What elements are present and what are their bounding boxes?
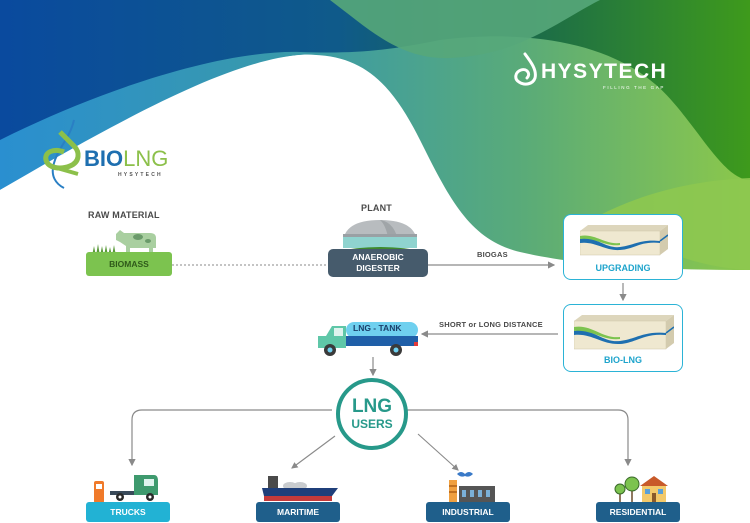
raw-material-heading: RAW MATERIAL [88,210,160,220]
user-category-industrial: INDUSTRIAL [426,502,510,522]
tank-truck: LNG - TANK [316,318,420,358]
trucks-label: TRUCKS [110,506,146,517]
biolng-bio-text: BIO [84,146,124,171]
biolng-lng-text: LNG [123,146,169,171]
bio-lng-panel: BIO-LNG [563,304,683,372]
hub-line2: USERS [351,417,393,431]
hub-line1: LNG [351,396,393,417]
lng-users-hub: LNG USERS [336,378,408,450]
users-to-trucks-arrow [128,409,332,467]
hysytech-wordmark: HYSYTECH [541,60,668,83]
users-to-residential-arrow [402,409,632,467]
biolng-drop-icon [43,119,81,189]
biolng-logo: BIOLNG HYSYTECH [40,118,180,193]
truck-fuel-icon [94,475,158,503]
liquefaction-unit-icon [574,315,674,350]
hysytech-drop-icon [514,52,537,86]
plant-heading: PLANT [361,203,392,213]
digester-label-line2: DIGESTER [356,263,400,273]
tank-truck-label: LNG - TANK [353,323,402,333]
biomass-label: BIOMASS [109,258,149,269]
biolng-wordmark: BIOLNG [84,148,168,170]
digester-label-line1: ANAEROBIC [352,252,404,262]
users-to-maritime-arrow [291,435,336,469]
factory-icon [449,472,495,502]
biogas-label: BIOGAS [477,250,508,259]
upgrading-label: UPGRADING [595,263,651,273]
bio-lng-label: BIO-LNG [604,355,642,365]
upgrading-panel: UPGRADING [563,214,683,280]
biolng-subtitle: HYSYTECH [118,172,163,178]
user-category-residential: RESIDENTIAL [596,502,680,522]
ship-icon [262,476,338,501]
digester-dome-icon [333,220,427,252]
biomass-box: BIOMASS [86,252,172,276]
maritime-label: MARITIME [276,506,320,517]
users-to-industrial-arrow [417,433,459,471]
tank-truck-icon [318,322,418,356]
user-category-maritime: MARITIME [256,502,340,522]
hysytech-tagline: FILLING THE GAP [603,85,665,90]
hysytech-logo: HYSYTECH FILLING THE GAP [513,50,688,95]
upgrading-unit-icon [580,225,668,256]
residential-label: RESIDENTIAL [609,506,667,517]
house-icon [614,476,668,502]
distance-label: SHORT or LONG DISTANCE [439,320,543,329]
user-category-trucks: TRUCKS [86,502,170,522]
industrial-label: INDUSTRIAL [442,506,494,517]
anaerobic-digester-box: ANAEROBIC DIGESTER [328,249,428,277]
